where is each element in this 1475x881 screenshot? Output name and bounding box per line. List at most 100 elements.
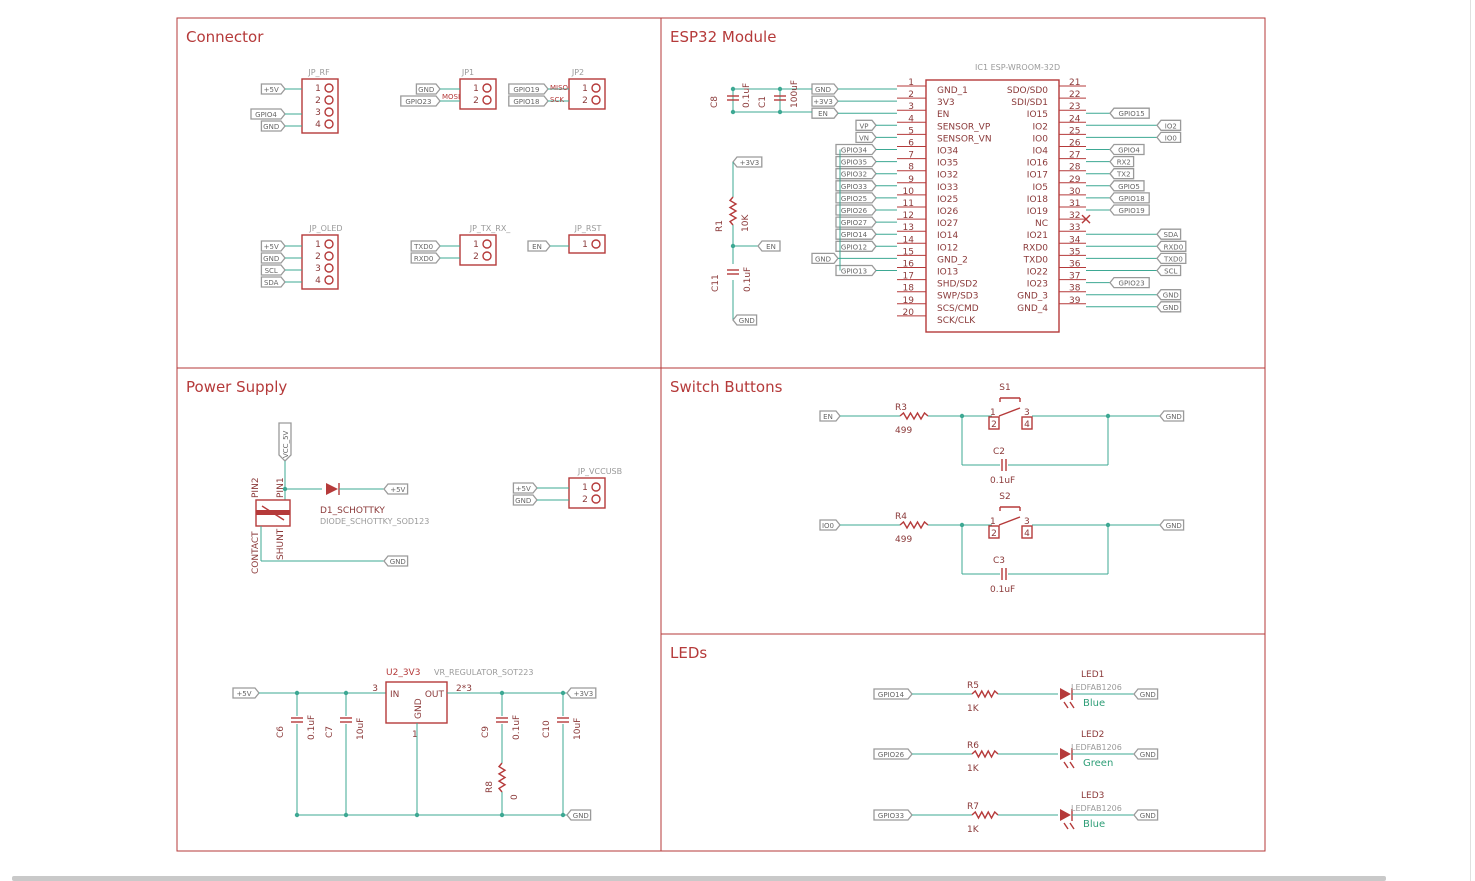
esp32-right-net-label-text: GPIO4 xyxy=(1118,147,1140,155)
net-label-gpio19-text: GPIO19 xyxy=(513,86,539,94)
net-label-gnd-usb-text: GND xyxy=(515,497,531,505)
header-pin-hole xyxy=(591,239,601,249)
switch-pin-number: 3 xyxy=(1024,517,1030,527)
switch-net-label-in-text: IO0 xyxy=(822,522,834,530)
esp32-right-pin-name: IO16 xyxy=(1027,159,1048,169)
esp32-right-pin-number: 36 xyxy=(1069,260,1081,270)
esp32-right-net-label-text: GPIO18 xyxy=(1119,195,1145,203)
jp2-header xyxy=(568,78,606,110)
schottky-diode xyxy=(326,483,338,495)
esp32-right-pin-name: SDI/SD1 xyxy=(1011,98,1048,108)
power-cap-value: 0.1uF xyxy=(307,715,317,740)
esp32-left-net-label xyxy=(835,216,877,228)
led-net-label-in-text: GPIO14 xyxy=(878,691,905,699)
jp-tx-rx-name: JP_TX_RX_ xyxy=(469,224,512,233)
led-net-label-gnd xyxy=(1133,688,1159,700)
esp32-left-net-label-text: GPIO34 xyxy=(841,147,868,155)
esp32-left-pin-name: 3V3 xyxy=(937,98,955,108)
net-label-gnd-text: GND xyxy=(263,123,279,131)
esp32-left-pin-number: 5 xyxy=(908,126,914,136)
esp32-right-net-label xyxy=(1156,301,1182,313)
net-label-oled-text: SDA xyxy=(264,279,279,287)
net-label-oled xyxy=(260,252,286,264)
esp32-left-pin-number: 4 xyxy=(908,114,914,124)
led-ref: LED2 xyxy=(1081,730,1104,740)
junction-dot xyxy=(282,486,288,492)
header-pin-hole xyxy=(324,119,334,129)
esp32-left-net-label xyxy=(835,240,877,252)
jumper-pin2: PIN2 xyxy=(251,477,261,498)
r8-resistor xyxy=(497,762,507,793)
esp32-left-net-label-text: GPIO35 xyxy=(841,159,867,167)
led-resistor-value: 1K xyxy=(967,764,980,774)
esp32-right-pin-number: 33 xyxy=(1069,223,1080,233)
esp32-right-net-label-text: RX2 xyxy=(1117,159,1131,167)
switch-pin-number: 1 xyxy=(990,408,996,418)
power-cap-value: 10uF xyxy=(573,718,583,740)
power-cap-ref: C10 xyxy=(542,720,552,738)
switch-cap-ref: C3 xyxy=(993,556,1005,566)
net-label-oled xyxy=(260,264,286,276)
esp32-right-net-label-text: GPIO23 xyxy=(1119,280,1145,288)
esp32-left-net-label-text: GND xyxy=(815,86,831,94)
led-part: LEDFAB1206 xyxy=(1071,804,1122,813)
esp32-left-pin-number: 11 xyxy=(903,199,914,209)
esp32-left-net-label xyxy=(835,192,877,204)
junction-dot xyxy=(730,109,736,115)
net-name-mosi: MOSI xyxy=(442,93,460,101)
led-ref: LED3 xyxy=(1081,791,1104,801)
esp32-left-pin-name: IO34 xyxy=(937,147,958,157)
esp32-left-net-label xyxy=(835,168,877,180)
switch-pin-box xyxy=(1021,416,1033,430)
esp32-right-pin-number: 22 xyxy=(1069,90,1080,100)
led-emission-arrow xyxy=(1069,761,1075,769)
r8-ref: R8 xyxy=(485,781,495,793)
junction-dot xyxy=(777,109,783,115)
esp32-right-pin-name: IO17 xyxy=(1027,171,1048,181)
esp32-right-pin-number: 31 xyxy=(1069,199,1080,209)
esp32-right-pin-number: 29 xyxy=(1069,175,1081,185)
junction-dot xyxy=(777,86,783,92)
esp32-left-pin-number: 6 xyxy=(908,139,914,149)
regulator-pin-in: 3 xyxy=(372,684,378,694)
net-label-gnd-usb xyxy=(512,494,538,506)
esp32-right-net-label xyxy=(1109,180,1145,192)
net-label-en xyxy=(527,240,551,252)
esp32-right-pin-number: 30 xyxy=(1069,187,1081,197)
section-title-switch: Switch Buttons xyxy=(670,378,783,396)
junction-dot xyxy=(560,690,566,696)
junction-dot xyxy=(499,812,505,818)
led-resistor xyxy=(971,749,999,759)
switch-pin-number: 4 xyxy=(1024,420,1030,430)
switch-net-label-gnd-text: GND xyxy=(1166,413,1182,421)
net-label-gpio18 xyxy=(508,95,549,107)
regulator-part: VR_REGULATOR_SOT223 xyxy=(434,668,533,677)
esp32-left-pin-name: SWP/SD3 xyxy=(937,292,978,302)
esp32-right-net-label xyxy=(1109,168,1135,180)
esp32-right-net-label-text: IO0 xyxy=(1165,134,1177,142)
c1-value: 100uF xyxy=(790,80,800,108)
esp32-left-pin-number: 8 xyxy=(908,163,914,173)
header-pin-number: 2 xyxy=(315,252,321,262)
esp32-left-pin-name: EN xyxy=(937,110,949,120)
led-resistor xyxy=(971,810,999,820)
junction-dot xyxy=(959,522,965,528)
esp32-left-pin-name: IO14 xyxy=(937,231,958,241)
net-label-gnd-text: GND xyxy=(418,86,434,94)
esp32-left-pin-name: IO25 xyxy=(937,195,958,205)
switch-net-label-in xyxy=(819,519,841,531)
horizontal-scrollbar[interactable] xyxy=(12,876,1386,881)
junction-dot xyxy=(294,812,300,818)
junction-dot xyxy=(959,413,965,419)
led-net-label-gnd xyxy=(1133,748,1159,760)
net-label-gnd-en xyxy=(732,314,758,326)
esp32-right-pin-number: 39 xyxy=(1069,296,1081,306)
header-pin-hole xyxy=(482,251,492,261)
header-pin-hole xyxy=(591,482,601,492)
esp32-left-net-label xyxy=(835,180,877,192)
esp32-left-net-label-text: GND xyxy=(815,255,831,263)
jp1-name: JP1 xyxy=(461,68,474,77)
esp32-right-net-label xyxy=(1156,131,1182,144)
esp32-right-pin-number: 38 xyxy=(1069,284,1081,294)
esp32-right-pin-number: 24 xyxy=(1069,114,1081,124)
